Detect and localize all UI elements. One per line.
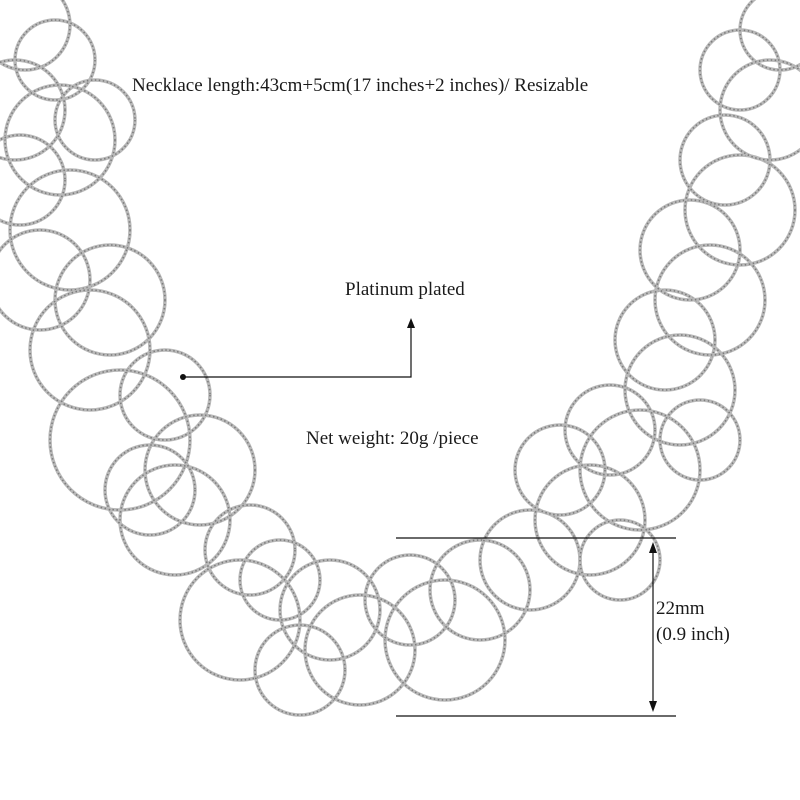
necklace-ring — [428, 538, 532, 642]
necklace-length-label: Necklace length:43cm+5cm(17 inches+2 inc… — [132, 75, 589, 96]
necklace-ring — [578, 408, 702, 532]
necklace-ring — [383, 578, 507, 702]
necklace-ring — [118, 463, 232, 577]
necklace-ring — [28, 288, 152, 412]
ring-size-inch-label: (0.9 inch) — [656, 624, 730, 645]
necklace-ring — [143, 413, 257, 527]
necklace-ring — [0, 133, 67, 227]
ring-size-mm-label: 22mm — [656, 598, 705, 619]
necklace-ring — [0, 58, 67, 162]
necklace-ring — [0, 0, 72, 72]
necklace-ring — [563, 383, 657, 477]
necklace-ring — [363, 553, 457, 647]
necklace-ring — [303, 593, 417, 707]
necklace-ring — [238, 538, 322, 622]
necklace-ring — [53, 78, 137, 162]
necklace-ring — [623, 333, 737, 447]
necklace-ring — [683, 153, 797, 267]
necklace-ring — [658, 398, 742, 482]
necklace-ring — [513, 423, 607, 517]
necklace-ring — [613, 288, 717, 392]
necklace-ring — [3, 83, 117, 197]
necklace-ring — [738, 0, 800, 72]
necklace-ring — [533, 463, 647, 577]
necklace-ring — [103, 443, 197, 537]
necklace-ring — [653, 243, 767, 357]
necklace-ring — [578, 518, 662, 602]
necklace-ring — [118, 348, 212, 442]
necklace-ring — [638, 198, 742, 302]
plating-label: Platinum plated — [345, 279, 465, 300]
necklace-ring — [8, 168, 132, 292]
necklace-ring — [253, 623, 347, 717]
net-weight-label: Net weight: 20g /piece — [306, 428, 479, 449]
necklace-ring — [178, 558, 302, 682]
necklace-ring — [203, 503, 297, 597]
necklace-ring — [0, 228, 92, 332]
necklace-ring — [278, 558, 382, 662]
necklace-ring — [718, 58, 800, 162]
